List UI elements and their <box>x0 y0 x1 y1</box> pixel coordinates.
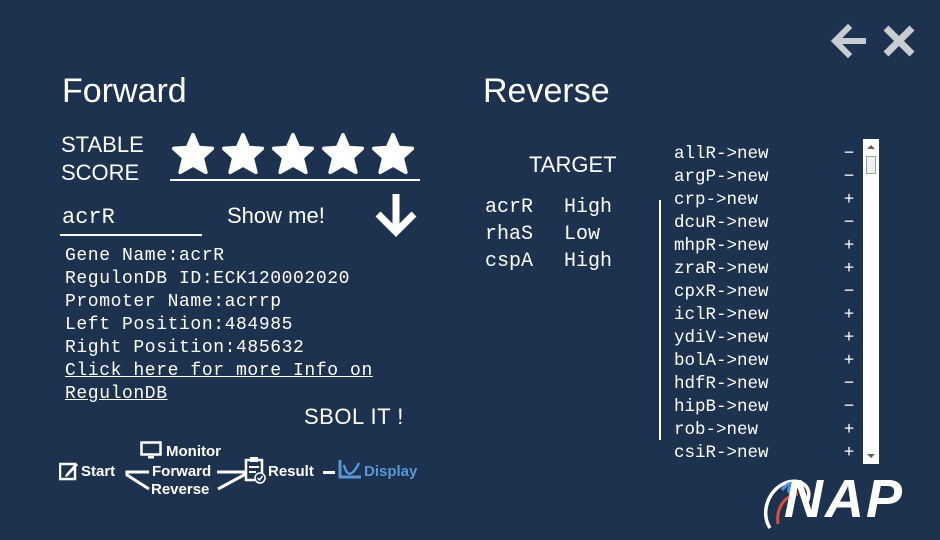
down-arrow-icon[interactable] <box>372 192 420 238</box>
regulondb-link-continued[interactable]: RegulonDB <box>65 384 168 404</box>
back-arrow-icon[interactable] <box>829 22 867 60</box>
star-icon <box>321 132 365 175</box>
target-label: TARGET <box>529 152 617 177</box>
step-forward[interactable]: Forward <box>152 463 212 480</box>
list-item[interactable]: cpxR->new− <box>674 282 855 302</box>
regulondb-link[interactable]: Click here for more Info on <box>65 361 373 381</box>
logo-text: NAP <box>784 469 905 529</box>
stable-score-stars <box>170 132 416 176</box>
step-reverse[interactable]: Reverse <box>151 481 210 498</box>
forward-title: Forward <box>62 72 187 110</box>
star-icon <box>221 132 265 175</box>
list-item[interactable]: rob->new+ <box>674 420 855 440</box>
gene-name-text: Gene Name:acrR <box>65 246 225 266</box>
edit-icon <box>59 462 78 481</box>
list-item[interactable]: mhpR->new+ <box>674 236 855 256</box>
list-item[interactable]: allR->new− <box>674 144 855 164</box>
list-item[interactable]: hdfR->new− <box>674 374 855 394</box>
list-item[interactable]: dcuR->new− <box>674 213 855 233</box>
stable-score-label: STABLE SCORE <box>61 132 144 185</box>
list-item[interactable]: crp->new+ <box>674 190 855 210</box>
stars-divider <box>170 179 420 181</box>
clipboard-check-icon <box>244 457 266 484</box>
step-monitor[interactable]: Monitor <box>166 443 221 460</box>
star-icon <box>171 132 215 175</box>
list-item[interactable]: hipB->new− <box>674 397 855 417</box>
star-icon <box>271 132 315 175</box>
reverse-title: Reverse <box>483 72 610 110</box>
regulation-list[interactable]: allR->new− argP->new− crp->new+ dcuR->ne… <box>668 143 864 465</box>
list-item[interactable]: iclR->new+ <box>674 305 855 325</box>
monitor-icon <box>140 441 162 459</box>
list-item[interactable]: bolA->new+ <box>674 351 855 371</box>
star-icon <box>371 132 415 175</box>
list-item[interactable]: zraR->new+ <box>674 259 855 279</box>
list-item[interactable]: csiR->new+ <box>674 443 855 463</box>
sbol-it-button[interactable]: SBOL IT ! <box>304 404 404 429</box>
left-position-text: Left Position:484985 <box>65 315 294 335</box>
step-connector <box>323 471 335 474</box>
regulondb-id-text: RegulonDB ID:ECK120002020 <box>65 269 351 289</box>
scroll-up-icon[interactable] <box>863 140 879 154</box>
step-connector <box>125 470 150 491</box>
list-item[interactable]: argP->new− <box>674 167 855 187</box>
logo-swirl-icon <box>764 479 811 529</box>
regulation-list-scrollbar[interactable] <box>863 139 879 464</box>
right-position-text: Right Position:485632 <box>65 338 305 358</box>
step-start[interactable]: Start <box>81 463 116 480</box>
gene-input[interactable] <box>60 200 202 236</box>
promoter-name-text: Promoter Name:acrrp <box>65 292 282 312</box>
step-bar: Start Monitor Forward Reverse Result Dis… <box>56 438 436 498</box>
show-me-button[interactable]: Show me! <box>227 203 325 228</box>
scroll-down-icon[interactable] <box>863 449 879 463</box>
gene-info-block: Gene Name:acrR RegulonDB ID:ECK120002020… <box>65 245 373 406</box>
step-result[interactable]: Result <box>268 463 314 480</box>
step-connector <box>217 470 246 491</box>
list-divider <box>659 200 661 440</box>
list-item[interactable]: ydiV->new+ <box>674 328 855 348</box>
close-icon[interactable] <box>880 22 918 60</box>
nap-logo: NAP <box>758 468 934 530</box>
chart-icon <box>338 460 361 479</box>
scrollbar-thumb[interactable] <box>866 156 876 174</box>
step-display[interactable]: Display <box>364 463 418 480</box>
